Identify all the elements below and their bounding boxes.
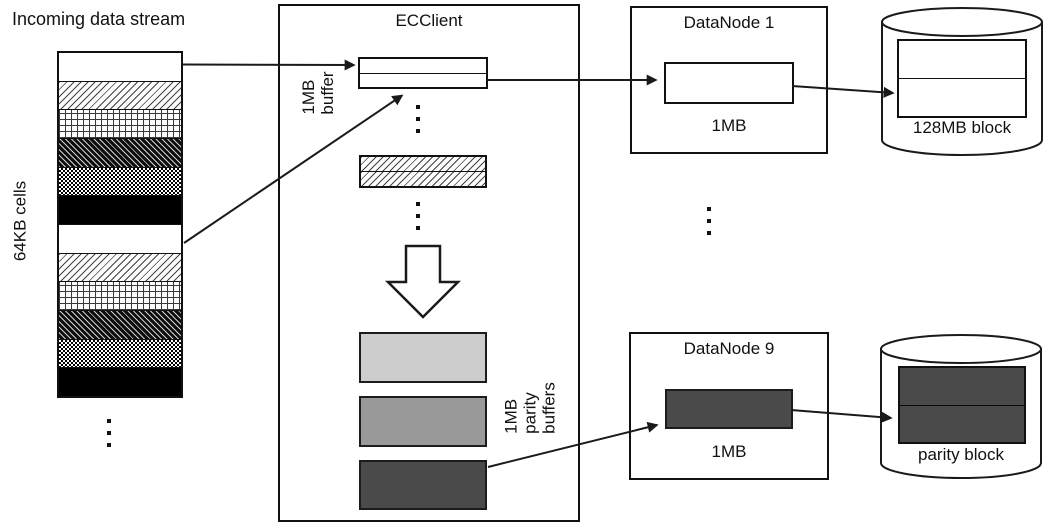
datanode9-size-label: 1MB [711, 442, 747, 461]
vertical-ellipsis-icon [107, 419, 111, 447]
block-row [899, 41, 1025, 79]
vertical-ellipsis-icon [707, 207, 711, 235]
stack-cell-diag-light [59, 81, 181, 111]
block-row [900, 405, 1024, 442]
parity-buffer-light [359, 332, 487, 383]
incoming-stream-label: Incoming data stream [12, 9, 186, 29]
cell-size-label: 64KB cells [10, 180, 30, 262]
ecclient-box: ECClient [278, 4, 580, 522]
parity-buffers-label: 1MB parity buffers [501, 382, 558, 434]
buffer-label-line1: 1MB [298, 79, 318, 115]
stack-cell-checker [59, 167, 181, 197]
datanode1-title: DataNode 1 [683, 13, 775, 32]
buffer-label: 1MB buffer [299, 71, 337, 114]
datanode1-size-label: 1MB [711, 116, 747, 135]
stack-cell-diag-dark [59, 139, 181, 168]
disk-128mb-block [897, 39, 1027, 118]
datanode9-title: DataNode 9 [683, 339, 775, 358]
stack-cell-diag-dark [59, 311, 181, 340]
parity-buffer-mid [359, 396, 487, 447]
block-row [899, 79, 1025, 116]
datanode9-box: DataNode 9 1MB [629, 332, 829, 480]
data-block-label: 128MB block [912, 118, 1012, 137]
stack-cell-white [59, 53, 181, 82]
vertical-ellipsis-icon [416, 105, 420, 133]
buffer-row [360, 59, 486, 74]
stack-cell-checker [59, 339, 181, 369]
parity-buffer-dark [359, 460, 487, 510]
stack-cell-grid [59, 110, 181, 140]
parity-label-line1: 1MB [501, 398, 521, 434]
cell-stack [57, 51, 183, 398]
vertical-ellipsis-icon [416, 202, 420, 230]
ecclient-title: ECClient [395, 11, 463, 30]
block-row [900, 368, 1024, 406]
datanode9-1mb-parity-block [665, 389, 793, 429]
hatched-row [361, 172, 485, 186]
parity-label-line3: buffers [539, 382, 559, 434]
datanode1-1mb-block [664, 62, 794, 104]
ecclient-1mb-buffer [358, 57, 488, 89]
datanode1-box: DataNode 1 1MB [630, 6, 828, 154]
parity-block-label: parity block [918, 445, 1004, 464]
stack-cell-diag-light [59, 253, 181, 283]
disk-parity-block [898, 366, 1026, 444]
ecclient-hatched-buffer [359, 155, 487, 188]
hatched-row [361, 157, 485, 172]
parity-label-line2: parity [520, 392, 540, 434]
stack-cell-black [59, 368, 181, 397]
buffer-label-line2: buffer [318, 71, 337, 115]
stack-cell-white [59, 225, 181, 254]
buffer-row [360, 73, 486, 87]
stack-cell-black [59, 196, 181, 226]
stack-cell-grid [59, 282, 181, 312]
